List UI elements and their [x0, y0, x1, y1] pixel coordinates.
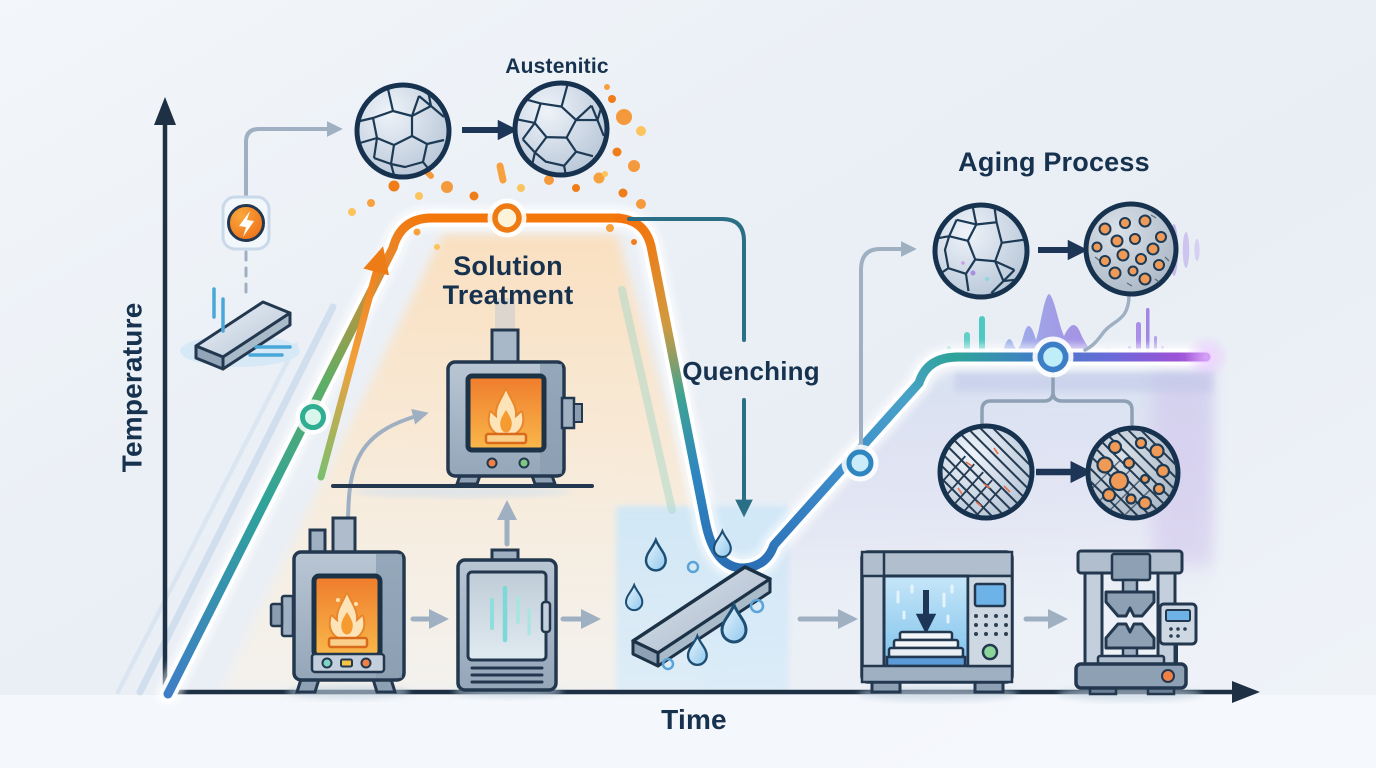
aging-process-label: Aging Process: [958, 147, 1150, 177]
lightning-icon: [221, 195, 271, 251]
node-aging: [1037, 341, 1069, 373]
quenching-label: Quenching: [682, 356, 820, 386]
x-axis-label: Time: [661, 704, 727, 735]
heating-arrow-icon: [317, 246, 390, 481]
quench-plate-droplets-icon: [624, 529, 772, 671]
connectors: [244, 121, 1134, 629]
austenite-grain-icon: [512, 80, 610, 178]
y-axis-label: Temperature: [116, 302, 148, 473]
curve-end-glow: [1185, 335, 1229, 379]
aged-martensite-icon: [1085, 425, 1181, 521]
lightning-to-grain-arrow: [244, 121, 343, 199]
x-axis-arrowhead: [1232, 681, 1260, 703]
grain-to-curve-connector: [1083, 293, 1131, 352]
austenitic-label: Austenitic: [505, 55, 609, 78]
martensite-grain-icon: [937, 423, 1035, 521]
quenching-arrow: [627, 217, 753, 518]
speed-lines-icon: [212, 287, 292, 357]
solution-furnace-icon: [331, 298, 594, 498]
aging-grain-icon: [932, 202, 1030, 300]
furnace-icon: [269, 516, 410, 699]
node-to-aging-grain-arrow: [859, 241, 917, 458]
node-reheat: [846, 449, 874, 477]
curve-nodes: [295, 198, 1074, 482]
tensile-tester-icon: [1058, 549, 1202, 701]
y-axis-arrowhead: [154, 97, 176, 125]
precipitate-grain-icon: [1083, 201, 1179, 297]
node-solution-peak: [492, 203, 522, 233]
curve-echo-stripes: [115, 286, 676, 696]
cooling-cabinet-icon: [453, 548, 563, 698]
quench-tank-icon: [858, 550, 1018, 701]
furnace-to-solution-arrow: [346, 409, 429, 530]
solution-treatment-label: Solution Treatment: [442, 251, 574, 310]
node-heating: [300, 404, 326, 430]
grain-structure-icon: [354, 82, 452, 180]
raw-metal-plate-icon: [180, 287, 300, 371]
